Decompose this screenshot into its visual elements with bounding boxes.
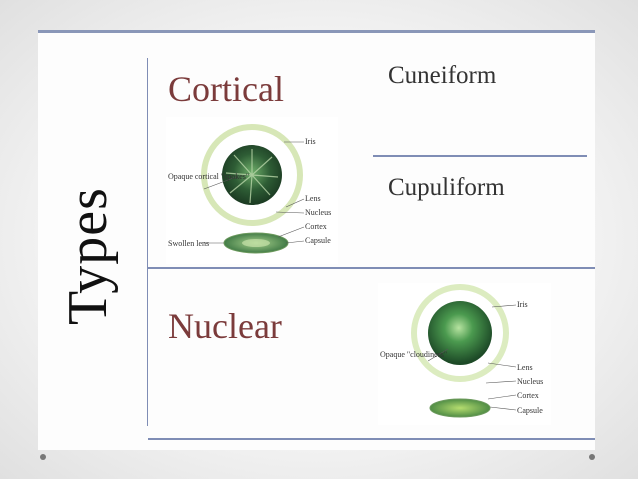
- iris-ring: [411, 284, 509, 382]
- types-heading: Types: [57, 187, 119, 325]
- label-leaders: [427, 304, 517, 411]
- corner-dot-right: [589, 454, 595, 460]
- cortical-spokes: [225, 149, 279, 204]
- label-iris: Iris: [517, 300, 528, 309]
- vertical-divider: [147, 58, 148, 426]
- top-rule: [38, 30, 595, 33]
- label-nucleus: Nucleus: [305, 208, 331, 217]
- label-opaque-cloudiness: Opaque "cloudiness": [380, 350, 447, 359]
- row-divider: [148, 267, 595, 269]
- iris-ring: [201, 124, 303, 226]
- label-nucleus: Nucleus: [517, 377, 543, 386]
- label-opaque-spokes: Opaque cortical "spokes": [168, 172, 249, 181]
- corner-dot-left: [40, 454, 46, 460]
- label-leaders: [203, 141, 305, 244]
- cloudy-nucleus: [428, 301, 492, 365]
- subtype-cuneiform: Cuneiform: [388, 62, 497, 89]
- label-capsule: Capsule: [305, 236, 331, 245]
- label-swollen-lens: Swollen lens: [168, 239, 209, 248]
- bottom-divider: [148, 438, 595, 440]
- cortical-cataract-diagram: Iris Opaque cortical "spokes" Swollen le…: [166, 117, 338, 264]
- label-lens: Lens: [517, 363, 533, 372]
- nuclear-lens-shape: [429, 398, 491, 418]
- cortical-title: Cortical: [168, 69, 284, 109]
- nuclear-title: Nuclear: [168, 306, 282, 346]
- subtype-cupuliform: Cupuliform: [388, 174, 505, 201]
- label-cortex: Cortex: [305, 222, 327, 231]
- label-capsule: Capsule: [517, 406, 543, 415]
- subtype-divider: [373, 155, 587, 157]
- nuclear-cataract-diagram: Iris Opaque "cloudiness" Lens Nucleus Co…: [378, 283, 551, 425]
- label-lens: Lens: [305, 194, 321, 203]
- label-cortex: Cortex: [517, 391, 539, 400]
- label-iris: Iris: [305, 137, 316, 146]
